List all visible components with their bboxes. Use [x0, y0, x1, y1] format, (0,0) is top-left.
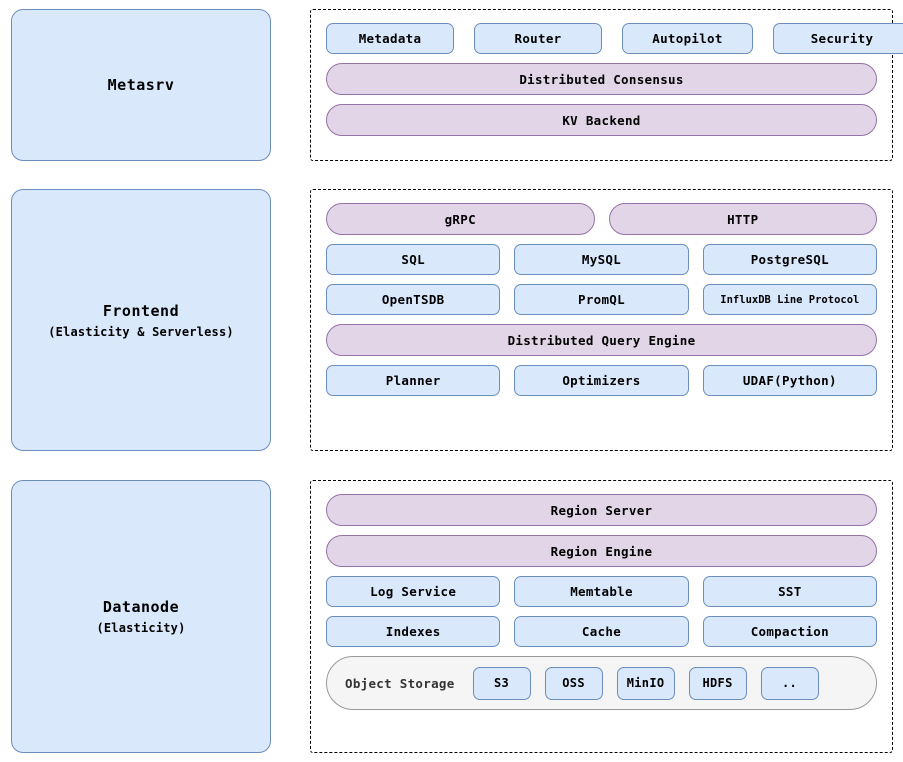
box-security[interactable]: Security	[773, 23, 903, 54]
box-influxdb-line-protocol[interactable]: InfluxDB Line Protocol	[702, 284, 877, 315]
box-optimizers[interactable]: Optimizers	[514, 365, 689, 396]
panel-datanode-subtitle: (Elasticity)	[96, 621, 186, 635]
frontend-engine-parts-row: Planner Optimizers UDAF(Python)	[326, 365, 877, 396]
layer-datanode: Datanode (Elasticity) Region Server Regi…	[0, 480, 903, 753]
box-postgresql[interactable]: PostgreSQL	[702, 244, 877, 275]
box-grpc[interactable]: gRPC	[326, 203, 595, 235]
datanode-component-row-2: Indexes Cache Compaction	[326, 616, 877, 647]
box-metadata[interactable]: Metadata	[326, 23, 454, 54]
box-autopilot[interactable]: Autopilot	[622, 23, 753, 54]
panel-metasrv[interactable]: Metasrv	[11, 9, 271, 161]
box-distributed-query-engine[interactable]: Distributed Query Engine	[326, 324, 877, 356]
chip-s3[interactable]: S3	[472, 666, 531, 700]
box-region-engine[interactable]: Region Engine	[326, 535, 877, 567]
box-http[interactable]: HTTP	[608, 203, 877, 235]
box-indexes[interactable]: Indexes	[326, 616, 501, 647]
box-planner[interactable]: Planner	[326, 365, 501, 396]
layer-metasrv: Metasrv Metadata Router Autopilot Securi…	[0, 9, 903, 161]
box-opentsdb[interactable]: OpenTSDB	[326, 284, 501, 315]
datanode-component-row-1: Log Service Memtable SST	[326, 576, 877, 607]
box-distributed-consensus[interactable]: Distributed Consensus	[326, 63, 877, 95]
panel-frontend-title: Frontend	[102, 301, 180, 320]
box-compaction[interactable]: Compaction	[702, 616, 877, 647]
metasrv-top-row: Metadata Router Autopilot Security	[326, 23, 903, 54]
datanode-region-engine-row: Region Engine	[326, 535, 877, 567]
box-cache[interactable]: Cache	[514, 616, 689, 647]
chip-oss[interactable]: OSS	[544, 666, 603, 700]
box-sql[interactable]: SQL	[326, 244, 501, 275]
chip-more[interactable]: ..	[760, 666, 819, 700]
frontend-interface-row-1: SQL MySQL PostgreSQL	[326, 244, 877, 275]
group-metasrv-internals: Metadata Router Autopilot Security Distr…	[310, 9, 903, 161]
object-storage-container: Object Storage S3 OSS MinIO HDFS ..	[326, 656, 877, 710]
box-promql[interactable]: PromQL	[514, 284, 689, 315]
group-frontend-internals: gRPC HTTP SQL MySQL PostgreSQL OpenTSDB …	[310, 189, 893, 451]
box-router[interactable]: Router	[474, 23, 602, 54]
box-log-service[interactable]: Log Service	[326, 576, 501, 607]
box-udaf-python[interactable]: UDAF(Python)	[702, 365, 877, 396]
box-kv-backend[interactable]: KV Backend	[326, 104, 877, 136]
box-mysql[interactable]: MySQL	[514, 244, 689, 275]
group-datanode-internals: Region Server Region Engine Log Service …	[310, 480, 893, 753]
chip-hdfs[interactable]: HDFS	[688, 666, 747, 700]
datanode-region-server-row: Region Server	[326, 494, 877, 526]
box-memtable[interactable]: Memtable	[514, 576, 689, 607]
box-region-server[interactable]: Region Server	[326, 494, 877, 526]
object-storage-label: Object Storage	[345, 675, 455, 691]
metasrv-kv-row: KV Backend	[326, 104, 877, 136]
panel-datanode[interactable]: Datanode (Elasticity)	[11, 480, 271, 753]
metasrv-consensus-row: Distributed Consensus	[326, 63, 877, 95]
box-sst[interactable]: SST	[702, 576, 877, 607]
panel-frontend[interactable]: Frontend (Elasticity & Serverless)	[11, 189, 271, 451]
frontend-interface-row-2: OpenTSDB PromQL InfluxDB Line Protocol	[326, 284, 877, 315]
panel-frontend-subtitle: (Elasticity & Serverless)	[48, 324, 234, 339]
frontend-query-engine-row: Distributed Query Engine	[326, 324, 877, 356]
panel-datanode-title: Datanode	[102, 598, 180, 616]
layer-frontend: Frontend (Elasticity & Serverless) gRPC …	[0, 189, 903, 451]
chip-minio[interactable]: MinIO	[616, 666, 675, 700]
panel-metasrv-title: Metasrv	[107, 76, 175, 94]
frontend-protocol-row: gRPC HTTP	[326, 203, 877, 235]
